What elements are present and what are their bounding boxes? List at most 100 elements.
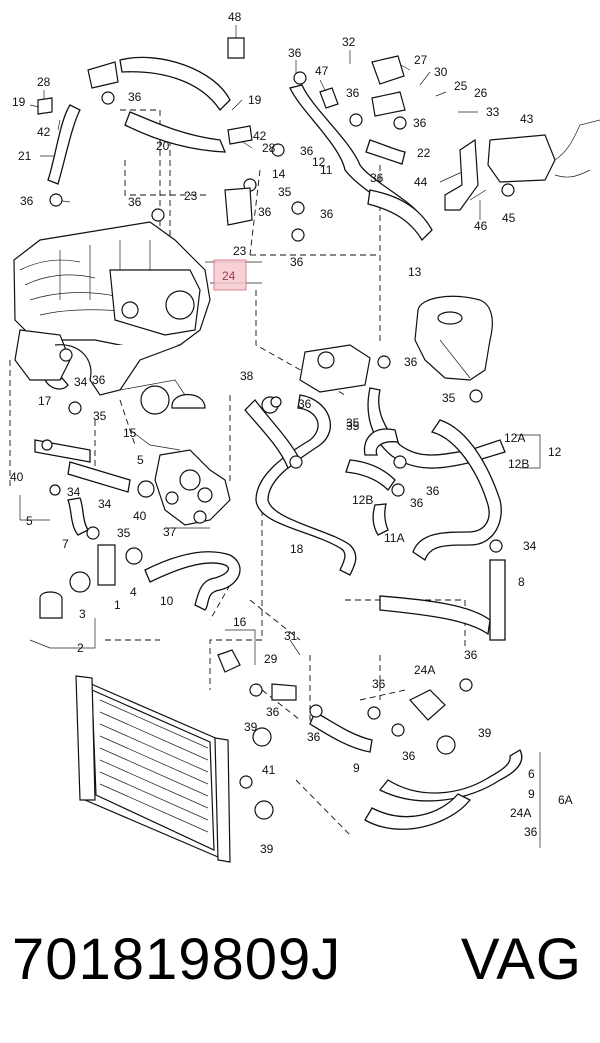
callout-label: 32 bbox=[342, 35, 356, 49]
callout-label: 36 bbox=[20, 194, 34, 208]
highlighted-part-label: 24 bbox=[222, 269, 236, 283]
callout-label: 28 bbox=[37, 75, 51, 89]
callout-label: 26 bbox=[474, 86, 488, 100]
valve-bracket bbox=[444, 119, 600, 211]
parts-diagram: 24 48 36 32 27 47 30 25 26 28 36 33 19 3… bbox=[9, 10, 600, 863]
callout-label: 36 bbox=[372, 677, 386, 691]
callout-label: 28 bbox=[262, 141, 276, 155]
callout-label: 36 bbox=[92, 373, 106, 387]
callout-label: 46 bbox=[474, 219, 488, 233]
callout-labels: 48 36 32 27 47 30 25 26 28 36 33 19 36 3… bbox=[10, 10, 573, 856]
callout-label: 33 bbox=[486, 105, 500, 119]
callout-label: 47 bbox=[315, 64, 329, 78]
callout-label: 35 bbox=[442, 391, 456, 405]
callout-label: 12 bbox=[312, 155, 326, 169]
callout-label: 36 bbox=[426, 484, 440, 498]
callout-label: 16 bbox=[233, 615, 247, 629]
callout-label: 39 bbox=[244, 720, 258, 734]
callout-label: 5 bbox=[137, 453, 144, 467]
callout-label: 36 bbox=[290, 255, 304, 269]
callout-label: 9 bbox=[528, 787, 535, 801]
callout-label: 35 bbox=[346, 419, 360, 433]
callout-label: 14 bbox=[272, 167, 286, 181]
callout-label: 23 bbox=[233, 244, 247, 258]
expansion-tank bbox=[414, 295, 493, 381]
callout-label: 34 bbox=[523, 539, 537, 553]
callout-label: 48 bbox=[228, 10, 242, 24]
callout-label: 40 bbox=[10, 470, 24, 484]
callout-label: 43 bbox=[520, 112, 534, 126]
clamps bbox=[37, 37, 515, 820]
callout-label: 42 bbox=[253, 129, 267, 143]
callout-label: 24A bbox=[414, 663, 435, 677]
callout-label: 12B bbox=[352, 493, 373, 507]
callout-label: 19 bbox=[12, 95, 26, 109]
callout-label: 13 bbox=[408, 265, 422, 279]
callout-label: 31 bbox=[284, 629, 298, 643]
callout-label: 36 bbox=[370, 171, 384, 185]
callout-label: 25 bbox=[454, 79, 468, 93]
callout-label: 36 bbox=[402, 749, 416, 763]
callout-label: 19 bbox=[248, 93, 262, 107]
footer: 701819809J VAG bbox=[0, 905, 600, 1015]
callout-label: 6A bbox=[558, 793, 573, 807]
callout-label: 36 bbox=[346, 86, 360, 100]
callout-label: 17 bbox=[38, 394, 52, 408]
callout-label: 23 bbox=[184, 189, 198, 203]
callout-label: 36 bbox=[404, 355, 418, 369]
callout-label: 36 bbox=[307, 730, 321, 744]
callout-label: 44 bbox=[414, 175, 428, 189]
engine-block bbox=[13, 221, 211, 415]
callout-label: 2 bbox=[77, 641, 84, 655]
callout-label: 24A bbox=[510, 806, 531, 820]
callout-label: 1 bbox=[114, 598, 121, 612]
callout-label: 11A bbox=[384, 531, 404, 545]
callout-label: 39 bbox=[260, 842, 274, 856]
part-number: 701819809J bbox=[12, 927, 342, 992]
callout-label: 8 bbox=[518, 575, 525, 589]
callout-label: 36 bbox=[128, 90, 142, 104]
thermostat-housing bbox=[154, 449, 231, 526]
callout-label: 36 bbox=[298, 397, 312, 411]
callout-label: 36 bbox=[258, 205, 272, 219]
callout-label: 42 bbox=[37, 125, 51, 139]
callout-label: 36 bbox=[288, 46, 302, 60]
callout-label: 12B bbox=[508, 457, 529, 471]
callout-label: 35 bbox=[117, 526, 131, 540]
callout-label: 7 bbox=[62, 537, 69, 551]
callout-label: 4 bbox=[130, 585, 137, 599]
callout-label: 36 bbox=[413, 116, 427, 130]
callout-label: 30 bbox=[434, 65, 448, 79]
callout-label: 36 bbox=[320, 207, 334, 221]
callout-label: 34 bbox=[98, 497, 112, 511]
callout-label: 29 bbox=[264, 652, 278, 666]
callout-label: 35 bbox=[278, 185, 292, 199]
callout-label: 11 bbox=[320, 163, 333, 177]
callout-label: 15 bbox=[123, 426, 137, 440]
callout-label: 12A bbox=[504, 431, 525, 445]
callout-label: 36 bbox=[128, 195, 142, 209]
callout-label: 34 bbox=[67, 485, 81, 499]
bracket-plate bbox=[299, 344, 371, 393]
callout-label: 41 bbox=[262, 763, 276, 777]
brand-name: VAG bbox=[460, 927, 582, 992]
callout-label: 38 bbox=[240, 369, 254, 383]
callout-label: 36 bbox=[524, 825, 538, 839]
callout-label: 20 bbox=[156, 139, 170, 153]
callout-label: 34 bbox=[74, 375, 88, 389]
callout-label: 37 bbox=[163, 525, 177, 539]
radiator-fins bbox=[99, 699, 209, 833]
callout-label: 36 bbox=[410, 496, 424, 510]
callout-label: 36 bbox=[266, 705, 280, 719]
callout-label: 39 bbox=[478, 726, 492, 740]
callout-label: 27 bbox=[414, 53, 428, 67]
callout-label: 35 bbox=[346, 416, 360, 430]
callout-label: 40 bbox=[133, 509, 147, 523]
callout-label: 36 bbox=[300, 144, 314, 158]
callout-label: 6 bbox=[528, 767, 535, 781]
callout-label: 3 bbox=[79, 607, 86, 621]
callout-label: 12 bbox=[548, 445, 562, 459]
highlighted-part-box bbox=[213, 259, 247, 291]
radiator bbox=[75, 675, 231, 863]
callout-label: 22 bbox=[417, 146, 431, 160]
